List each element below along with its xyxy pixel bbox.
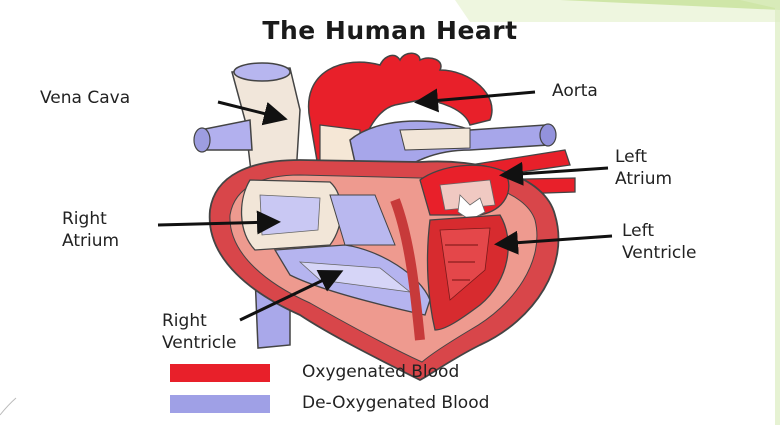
label-left-atrium-line1: Left — [615, 146, 672, 168]
arrow-vena-cava — [218, 102, 282, 118]
label-right-atrium-line1: Right — [62, 208, 119, 230]
arrow-left-atrium — [505, 168, 608, 175]
arrow-left-ventricle — [500, 236, 612, 244]
label-right-ventricle: Right Ventricle — [162, 310, 236, 354]
label-left-ventricle: Left Ventricle — [622, 220, 696, 264]
legend-label-oxygenated: Oxygenated Blood — [302, 362, 459, 382]
arrow-right-ventricle — [240, 273, 338, 320]
label-right-ventricle-line1: Right — [162, 310, 236, 332]
label-vena-cava: Vena Cava — [40, 87, 130, 109]
arrow-right-atrium — [158, 222, 275, 225]
label-left-atrium-line2: Atrium — [615, 168, 672, 190]
label-right-ventricle-line2: Ventricle — [162, 332, 236, 354]
legend-swatch-deoxygenated — [170, 395, 270, 413]
legend-label-deoxygenated: De-Oxygenated Blood — [302, 393, 489, 413]
label-right-atrium: Right Atrium — [62, 208, 119, 252]
label-aorta: Aorta — [552, 80, 598, 102]
label-left-ventricle-line2: Ventricle — [622, 242, 696, 264]
label-right-atrium-line2: Atrium — [62, 230, 119, 252]
legend-swatch-oxygenated — [170, 364, 270, 382]
arrow-aorta — [420, 92, 535, 102]
label-left-atrium: Left Atrium — [615, 146, 672, 190]
label-left-ventricle-line1: Left — [622, 220, 696, 242]
